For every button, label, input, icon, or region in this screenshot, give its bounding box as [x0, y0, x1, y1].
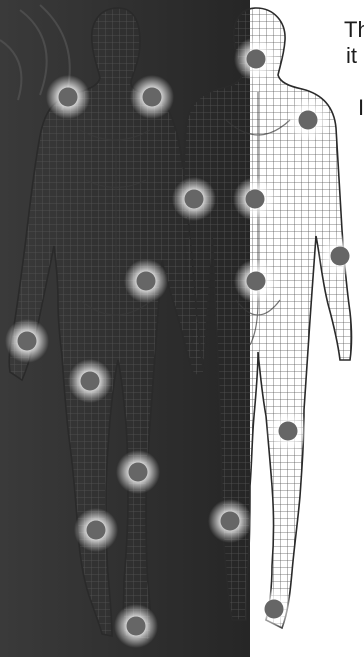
motion-capture-marker	[59, 88, 78, 107]
motion-capture-marker	[265, 600, 284, 619]
motion-capture-marker	[87, 521, 106, 540]
motion-capture-marker	[185, 190, 204, 209]
caption-line-1: Th	[344, 18, 364, 42]
motion-capture-marker	[221, 512, 240, 531]
motion-capture-marker	[143, 88, 162, 107]
motion-capture-marker	[247, 272, 266, 291]
motion-capture-marker	[247, 50, 266, 69]
motion-capture-marker	[279, 422, 298, 441]
motion-capture-marker	[331, 247, 350, 266]
caption-line-3: I	[358, 96, 364, 120]
motion-capture-marker	[18, 332, 37, 351]
motion-capture-marker	[81, 372, 100, 391]
motion-capture-marker	[127, 617, 146, 636]
motion-capture-marker	[246, 190, 265, 209]
motion-capture-marker	[137, 272, 156, 291]
motion-capture-marker	[129, 463, 148, 482]
motion-capture-marker	[299, 111, 318, 130]
caption-line-2: it	[346, 44, 357, 68]
